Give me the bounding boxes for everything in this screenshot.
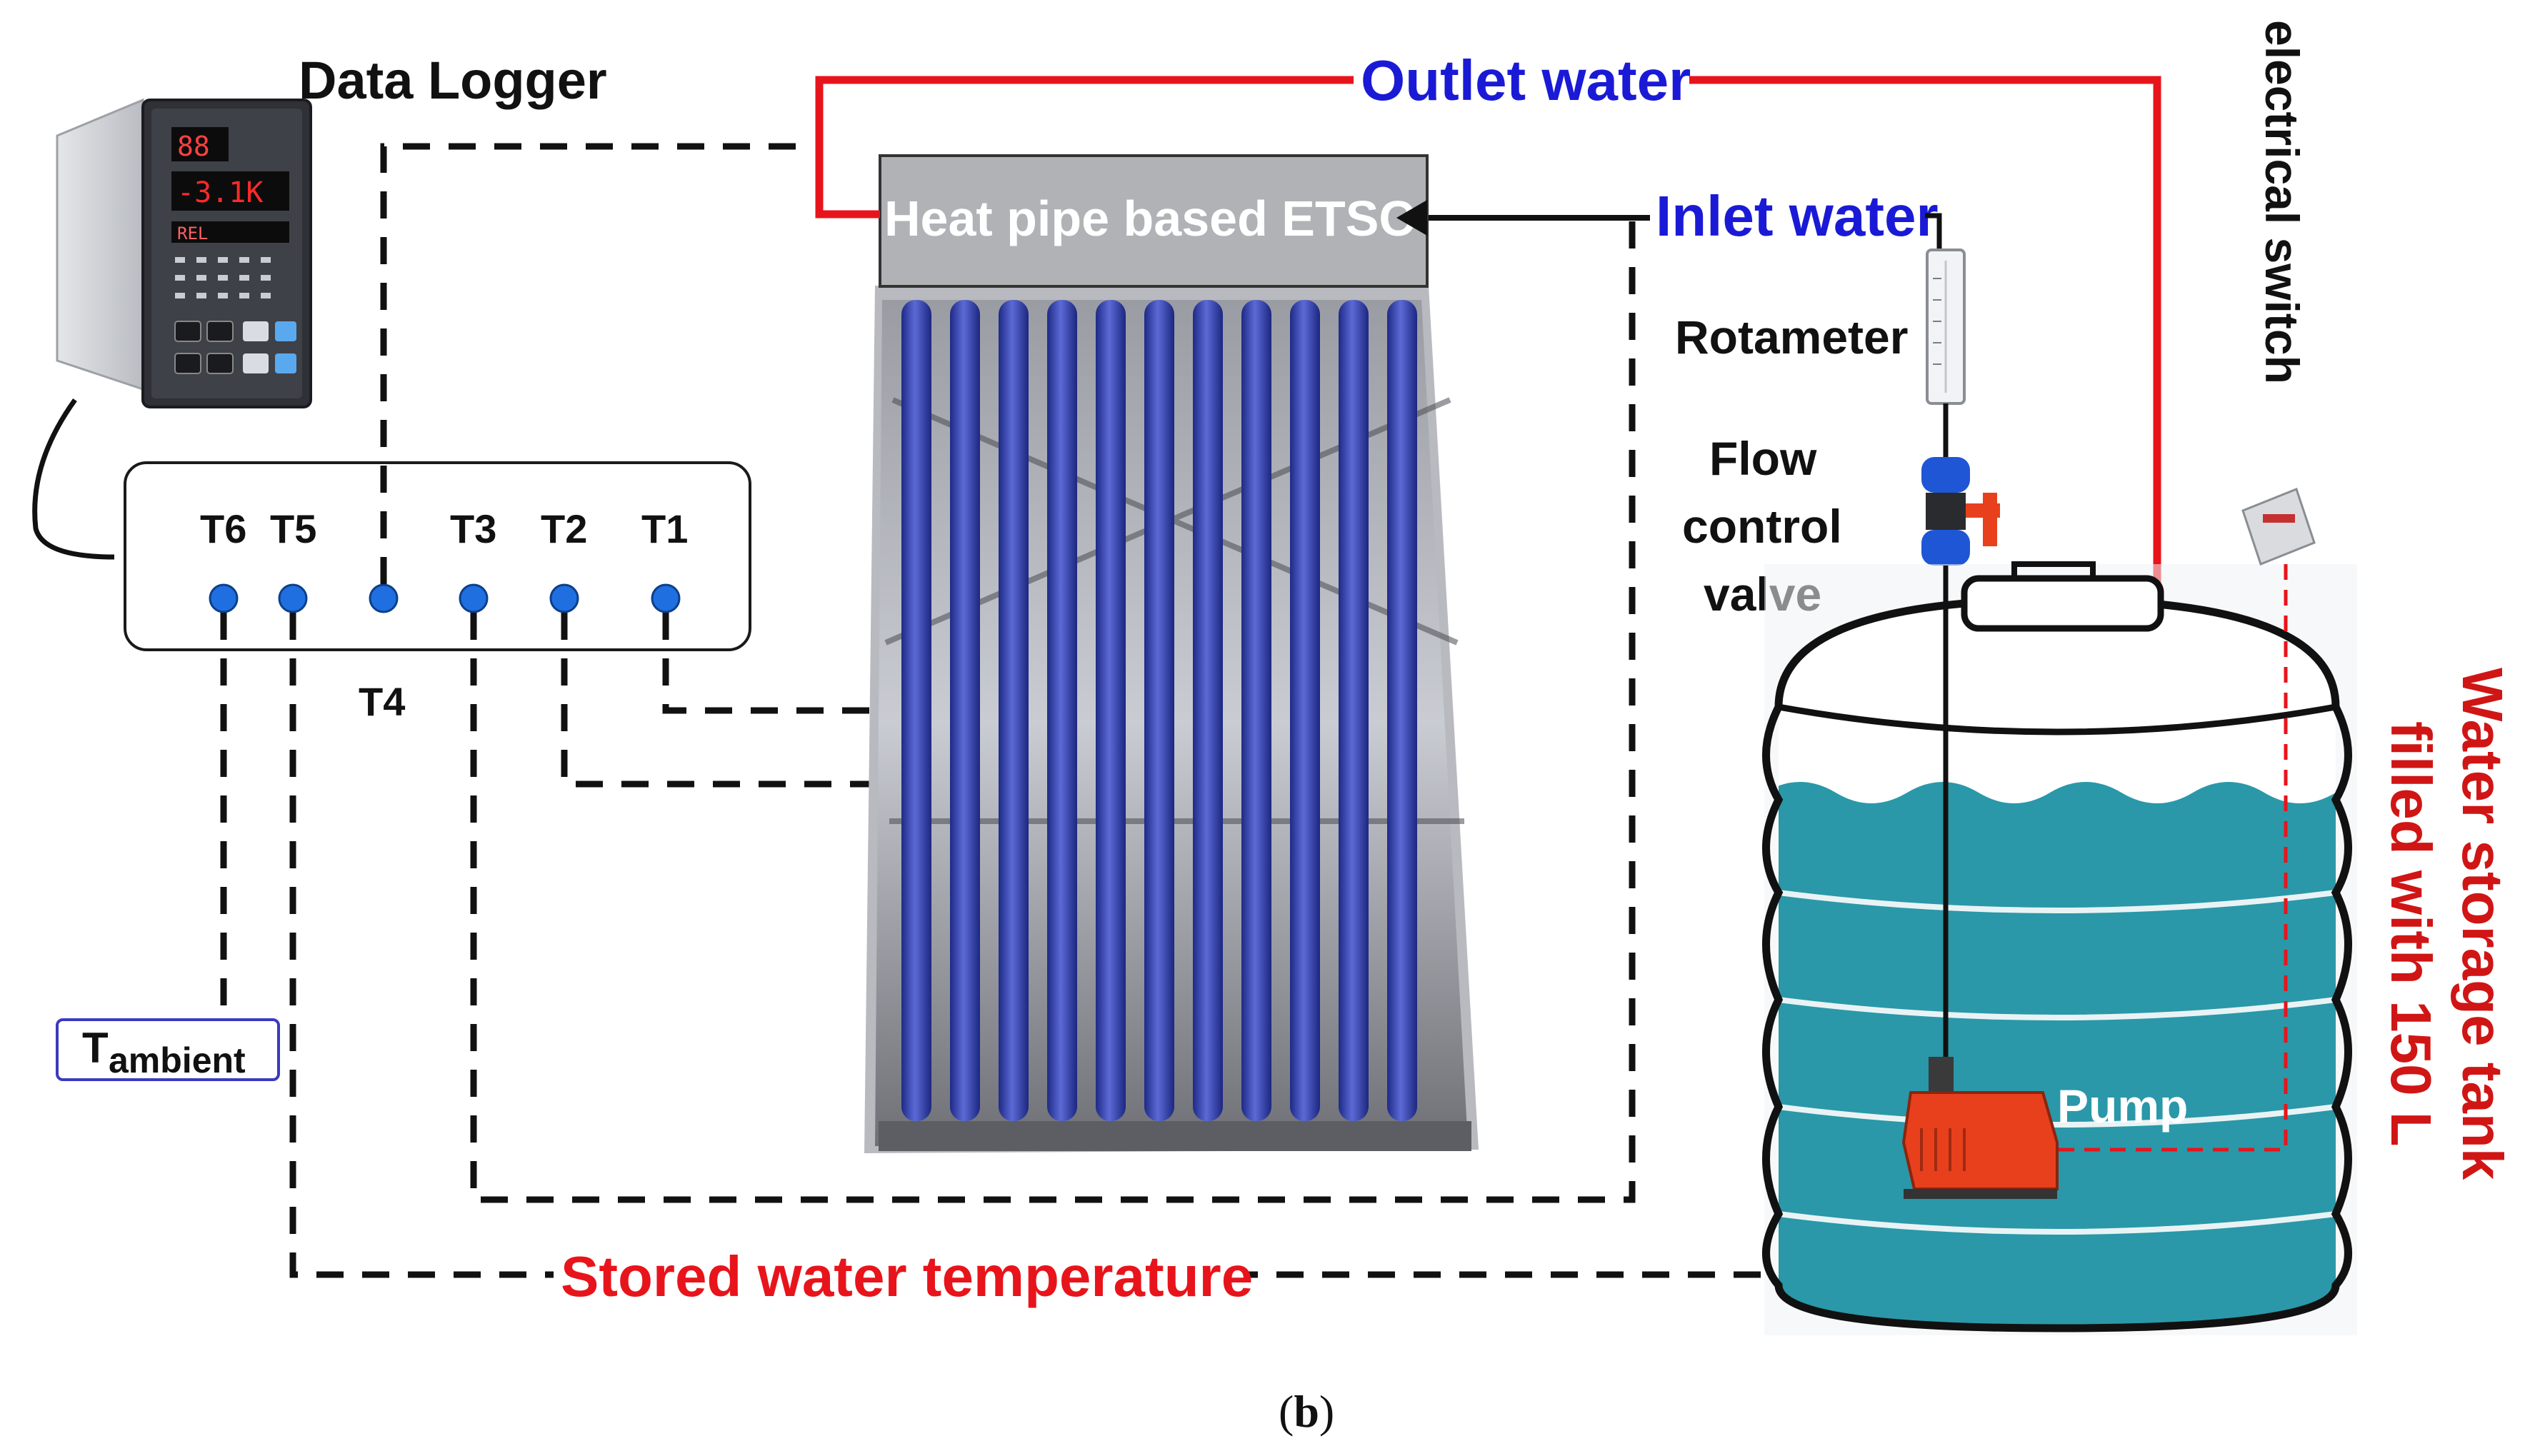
- logger-display-row3: REL: [177, 224, 208, 243]
- logger-cable: [32, 398, 115, 560]
- wire-t1: [662, 613, 929, 714]
- caption-close: ): [1319, 1386, 1334, 1437]
- rotameter-label: Rotameter: [1675, 311, 1908, 363]
- inlet-arrowhead: [1396, 200, 1427, 236]
- rotameter: [1926, 248, 1966, 405]
- caption-open: (: [1279, 1386, 1294, 1437]
- etsc-label: Heat pipe based ETSC: [884, 191, 1415, 246]
- tank-label-line1: Water storage tank: [2451, 668, 2514, 1180]
- ambient-sub: ambient: [109, 1040, 246, 1080]
- outlet-pipe-left: [815, 76, 1354, 219]
- electrical-switch: [2241, 488, 2316, 566]
- wire-t4: [380, 143, 814, 584]
- stored-water-label: Stored water temperature: [561, 1245, 1253, 1308]
- ambient-label: Tambient: [82, 1024, 246, 1080]
- wire-t2: [561, 613, 993, 788]
- inlet-water-label: Inlet water: [1656, 184, 1939, 248]
- logger-display-row1: 88: [177, 131, 210, 162]
- pump-label: Pump: [2057, 1080, 2188, 1133]
- sensor-label-t3: T3: [450, 506, 496, 551]
- etsc-collector: Heat pipe based ETSC: [864, 154, 1479, 1153]
- sensor-wires: [220, 143, 2229, 1278]
- sensor-label-t1: T1: [641, 506, 688, 551]
- outlet-pipe-right: [1689, 76, 2161, 728]
- stored-water-label-bg: [554, 1242, 1246, 1307]
- terminal-dot-t1: [651, 583, 681, 613]
- sensor-terminal-box: [124, 461, 751, 651]
- terminal-dot-t6: [209, 583, 239, 613]
- ambient-sensor-box: [56, 1018, 280, 1081]
- switch-power-line: [2057, 564, 2288, 1152]
- flow-control-valve-label: Flow control valve: [1682, 432, 1855, 621]
- valve-label-line1: Flow: [1709, 432, 1817, 485]
- caption-letter: b: [1294, 1386, 1319, 1437]
- pump: [1901, 1057, 2059, 1199]
- wire-t5: [289, 613, 2229, 1278]
- terminal-dot-t4: [369, 583, 399, 613]
- valve-label-line2: control: [1682, 500, 1842, 553]
- sensor-label-t4: T4: [359, 679, 405, 724]
- logger-display-row2: -3.1K: [177, 176, 263, 209]
- figure-caption: (b): [1279, 1386, 1334, 1437]
- tank-water: [1779, 782, 2336, 1328]
- sensor-terminals: [209, 583, 681, 613]
- wire-t3: [470, 214, 1636, 1203]
- electrical-switch-label: electrical switch: [2256, 20, 2309, 384]
- sensor-label-t6: T6: [200, 506, 246, 551]
- sensor-label-t2: T2: [541, 506, 587, 551]
- sensor-label-t5: T5: [270, 506, 316, 551]
- water-storage-tank: [1762, 561, 2357, 1335]
- terminal-dot-t2: [549, 583, 579, 613]
- data-logger-label: Data Logger: [299, 51, 607, 110]
- ambient-main: T: [82, 1024, 109, 1072]
- evacuated-tubes: [901, 300, 1417, 1121]
- terminal-dot-t3: [459, 583, 489, 613]
- data-logger-device: 88 -3.1K REL: [32, 98, 312, 560]
- flow-control-valve: [1921, 403, 2000, 566]
- etsc-header-box: [879, 154, 1429, 288]
- tank-label-line2: filled with 150 L: [2379, 721, 2443, 1147]
- outlet-water-label: Outlet water: [1361, 49, 1691, 112]
- terminal-dot-t5: [278, 583, 308, 613]
